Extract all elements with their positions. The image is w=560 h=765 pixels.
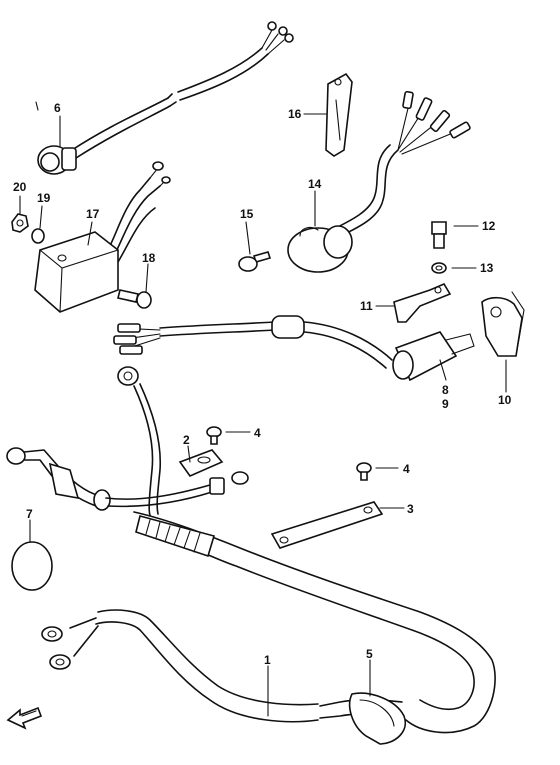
part-11-bracket bbox=[393, 282, 452, 323]
label-part-9: 9 bbox=[442, 397, 449, 411]
part-17-regulator bbox=[34, 161, 171, 313]
part-20-nut bbox=[11, 213, 29, 233]
label-part-15: 15 bbox=[240, 207, 254, 221]
part-3-plate bbox=[270, 501, 384, 549]
part-4-screw-b bbox=[356, 462, 372, 481]
label-part-11: 11 bbox=[360, 299, 373, 313]
label-part-13: 13 bbox=[480, 261, 494, 275]
part-18-bolt bbox=[117, 289, 152, 309]
front-direction-arrow-icon bbox=[6, 706, 43, 730]
part-14-coil bbox=[287, 90, 471, 273]
label-part-19: 19 bbox=[37, 191, 51, 205]
part-10-clamp bbox=[481, 291, 525, 357]
part-1-main-harness bbox=[6, 366, 496, 734]
label-part-5: 5 bbox=[366, 647, 373, 661]
part-16-strap bbox=[325, 72, 353, 157]
part-4-screw-a bbox=[206, 426, 222, 445]
part-19-washer bbox=[31, 228, 45, 244]
part-15-screw bbox=[238, 251, 272, 272]
label-part-10: 10 bbox=[498, 393, 512, 407]
part-13-washer bbox=[431, 262, 447, 274]
label-part-3: 3 bbox=[407, 502, 414, 516]
part-7-cap bbox=[11, 541, 53, 591]
label-part-20: 20 bbox=[13, 180, 27, 194]
label-part-1: 1 bbox=[264, 653, 271, 667]
label-part-18: 18 bbox=[142, 251, 156, 265]
label-part-16: 16 bbox=[288, 107, 302, 121]
label-part-4b: 4 bbox=[403, 462, 410, 476]
label-part-12: 12 bbox=[482, 219, 496, 233]
part-5-grommet bbox=[348, 692, 407, 745]
part-6-switch-harness bbox=[37, 21, 294, 175]
label-part-8: 8 bbox=[442, 383, 449, 397]
part-12-bolt bbox=[431, 221, 447, 249]
part-2-plate bbox=[178, 449, 224, 477]
leader-lines bbox=[19, 101, 507, 717]
part-number-labels: 6 16 14 15 12 13 20 19 17 18 11 8 9 10 4… bbox=[13, 101, 512, 667]
label-part-14: 14 bbox=[308, 177, 322, 191]
label-part-2: 2 bbox=[183, 433, 190, 447]
label-part-6: 6 bbox=[54, 101, 61, 115]
label-part-7: 7 bbox=[26, 507, 33, 521]
label-part-4a: 4 bbox=[254, 426, 261, 440]
label-part-17: 17 bbox=[86, 207, 100, 221]
part-8-9-sensor bbox=[113, 315, 475, 382]
